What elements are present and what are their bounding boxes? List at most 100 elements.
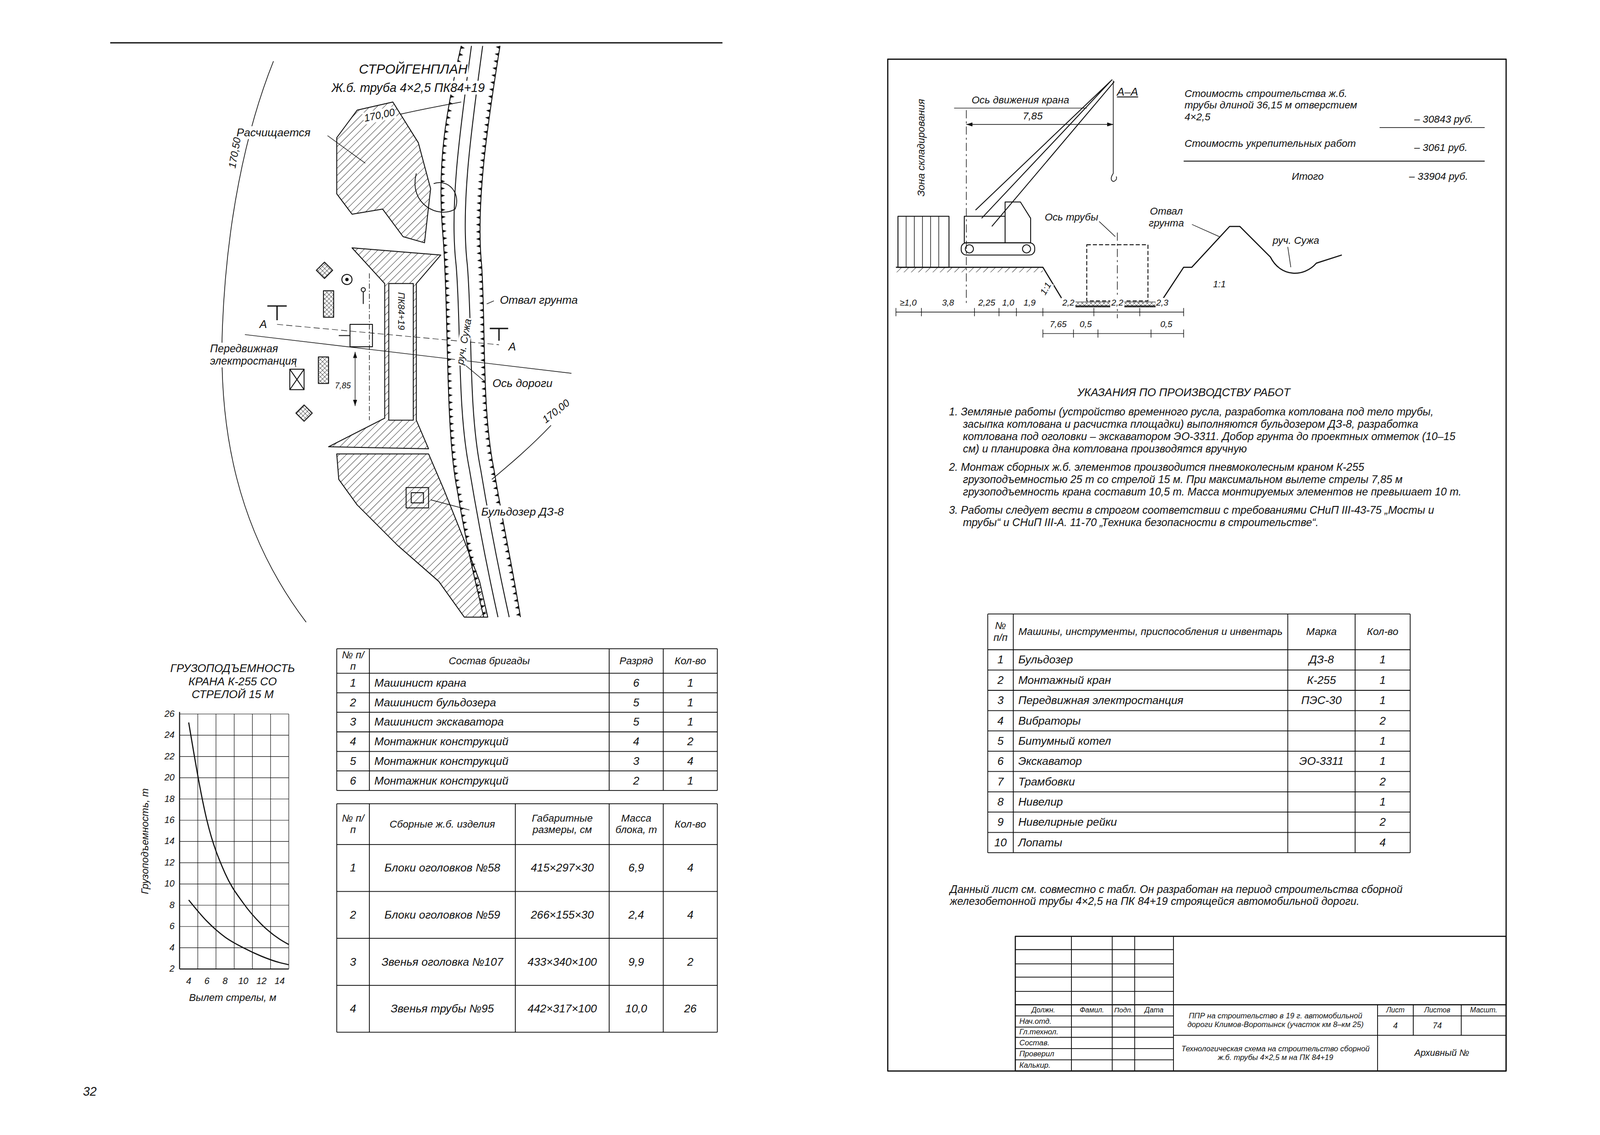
- spoil-mark: [464, 528, 469, 532]
- table-cell: 5: [989, 735, 1012, 748]
- leader-line: [430, 500, 470, 511]
- axis-tick: 26: [163, 708, 176, 720]
- spoil-mark: [442, 158, 447, 162]
- grid-line: [179, 735, 289, 736]
- axis-tick: 12: [163, 857, 176, 869]
- stamp-text: Лист: [1385, 1006, 1406, 1015]
- cost-text: – 33904 руб.: [1408, 170, 1470, 183]
- spoil-mark: [479, 315, 484, 319]
- table-rule: [987, 730, 1411, 732]
- crane-cab: [1005, 201, 1031, 243]
- spoil-edge: [440, 45, 484, 618]
- spoil-mark: [440, 187, 445, 191]
- spoil-mark: [442, 229, 447, 233]
- spoil-mark: [472, 570, 477, 574]
- axis-tick: 2: [168, 964, 176, 975]
- grid-line: [179, 947, 289, 949]
- spoil-mark: [441, 215, 446, 219]
- table-cell: 4: [338, 735, 368, 749]
- table-cell: 6: [989, 755, 1012, 768]
- table-cell: Монтажник конструкций: [373, 755, 606, 768]
- table-cell: 1: [1356, 674, 1408, 687]
- axis-tick: 12: [255, 976, 268, 987]
- section-mark: [489, 328, 509, 341]
- table-rule: [1354, 614, 1356, 854]
- ground-hatch: [896, 267, 1044, 273]
- spoil-mark: [476, 251, 481, 255]
- table-cell: Блоки оголовков №58: [371, 861, 514, 875]
- spoil-mark: [461, 514, 466, 518]
- table-cell: Машинист бульдозера: [373, 696, 606, 710]
- map-label: Расчищается: [235, 126, 312, 140]
- symbol: [362, 291, 364, 305]
- spoil-mark: [443, 137, 449, 141]
- spoil-mark: [442, 151, 447, 155]
- table-rule: [1409, 614, 1411, 854]
- cost-text: – 3061 руб.: [1413, 141, 1469, 154]
- spoil-mark: [441, 172, 446, 176]
- spoil-mark: [479, 166, 484, 170]
- spoil-mark: [489, 465, 494, 469]
- spoil-mark: [450, 436, 455, 440]
- map-label: А: [507, 340, 517, 354]
- section-label: 1:1: [1211, 279, 1227, 291]
- spoil-mark: [490, 472, 495, 476]
- spoil-mark: [477, 259, 482, 263]
- table-rule: [662, 804, 664, 1033]
- cost-rule: [1183, 160, 1485, 162]
- table-rule: [336, 1032, 718, 1033]
- axis-tick: 24: [163, 730, 176, 741]
- symbol: [361, 287, 366, 292]
- spoil-mark: [484, 123, 489, 127]
- table-cell: Нивелирные рейки: [1017, 816, 1284, 829]
- table-cell: 1: [1356, 694, 1408, 708]
- bulldozer-symbol: [411, 492, 424, 503]
- spoil-mark: [475, 216, 481, 220]
- dimension: 2,2: [1061, 297, 1076, 309]
- table-cell: Экскаватор: [1017, 755, 1284, 768]
- spoil-mark: [447, 358, 452, 362]
- table-rule: [336, 712, 718, 714]
- spoil-mark: [480, 337, 485, 341]
- table-cell: Состав бригады: [371, 655, 608, 668]
- spoil-mark: [446, 115, 451, 119]
- title-block: [1015, 950, 1174, 992]
- table-cell: Битумный котел: [1017, 735, 1284, 748]
- spoil-mark: [443, 237, 448, 241]
- spoil-mark: [513, 599, 518, 603]
- table-cell: № п/п: [338, 812, 368, 837]
- crane-track: [961, 243, 1035, 256]
- spoil-mark: [448, 102, 454, 106]
- stamp-text: Состав.: [1018, 1038, 1051, 1048]
- ground-line: [896, 226, 1342, 307]
- power-station-symbol: [289, 369, 304, 390]
- spoil-mark: [479, 330, 484, 334]
- map-label: А: [258, 318, 268, 331]
- spoil-mark: [447, 108, 452, 113]
- table-cell: 2: [665, 955, 716, 969]
- spoil-mark: [494, 493, 499, 498]
- spoil-mark: [445, 123, 450, 127]
- table-rule: [336, 692, 718, 694]
- table-rule: [987, 649, 1411, 651]
- instruction: 3. Работы следует вести в строгом соотве…: [949, 504, 1465, 530]
- spoil-mark: [452, 458, 457, 462]
- drawing: [110, 43, 1507, 1072]
- table-cell: 10,0: [611, 1002, 662, 1016]
- section-label: А–А: [1116, 85, 1140, 99]
- table-cell: 5: [611, 715, 662, 729]
- sheet-frame: [887, 59, 1507, 1072]
- spoil-mark: [468, 549, 473, 553]
- spoil-mark: [460, 507, 465, 511]
- table-rule: [514, 804, 516, 1033]
- title-block: [1015, 936, 1506, 1072]
- dimension: 0,5: [1078, 319, 1093, 330]
- spoil-mark: [447, 344, 452, 348]
- table-cell: 3: [989, 694, 1012, 708]
- spoil-mark: [486, 109, 491, 113]
- stamp-text: Подп.: [1113, 1006, 1134, 1015]
- map-label: 170,50: [226, 135, 244, 171]
- spoil-mark: [478, 280, 483, 284]
- spoil-mark: [503, 542, 508, 546]
- axis-tick: 6: [168, 921, 176, 933]
